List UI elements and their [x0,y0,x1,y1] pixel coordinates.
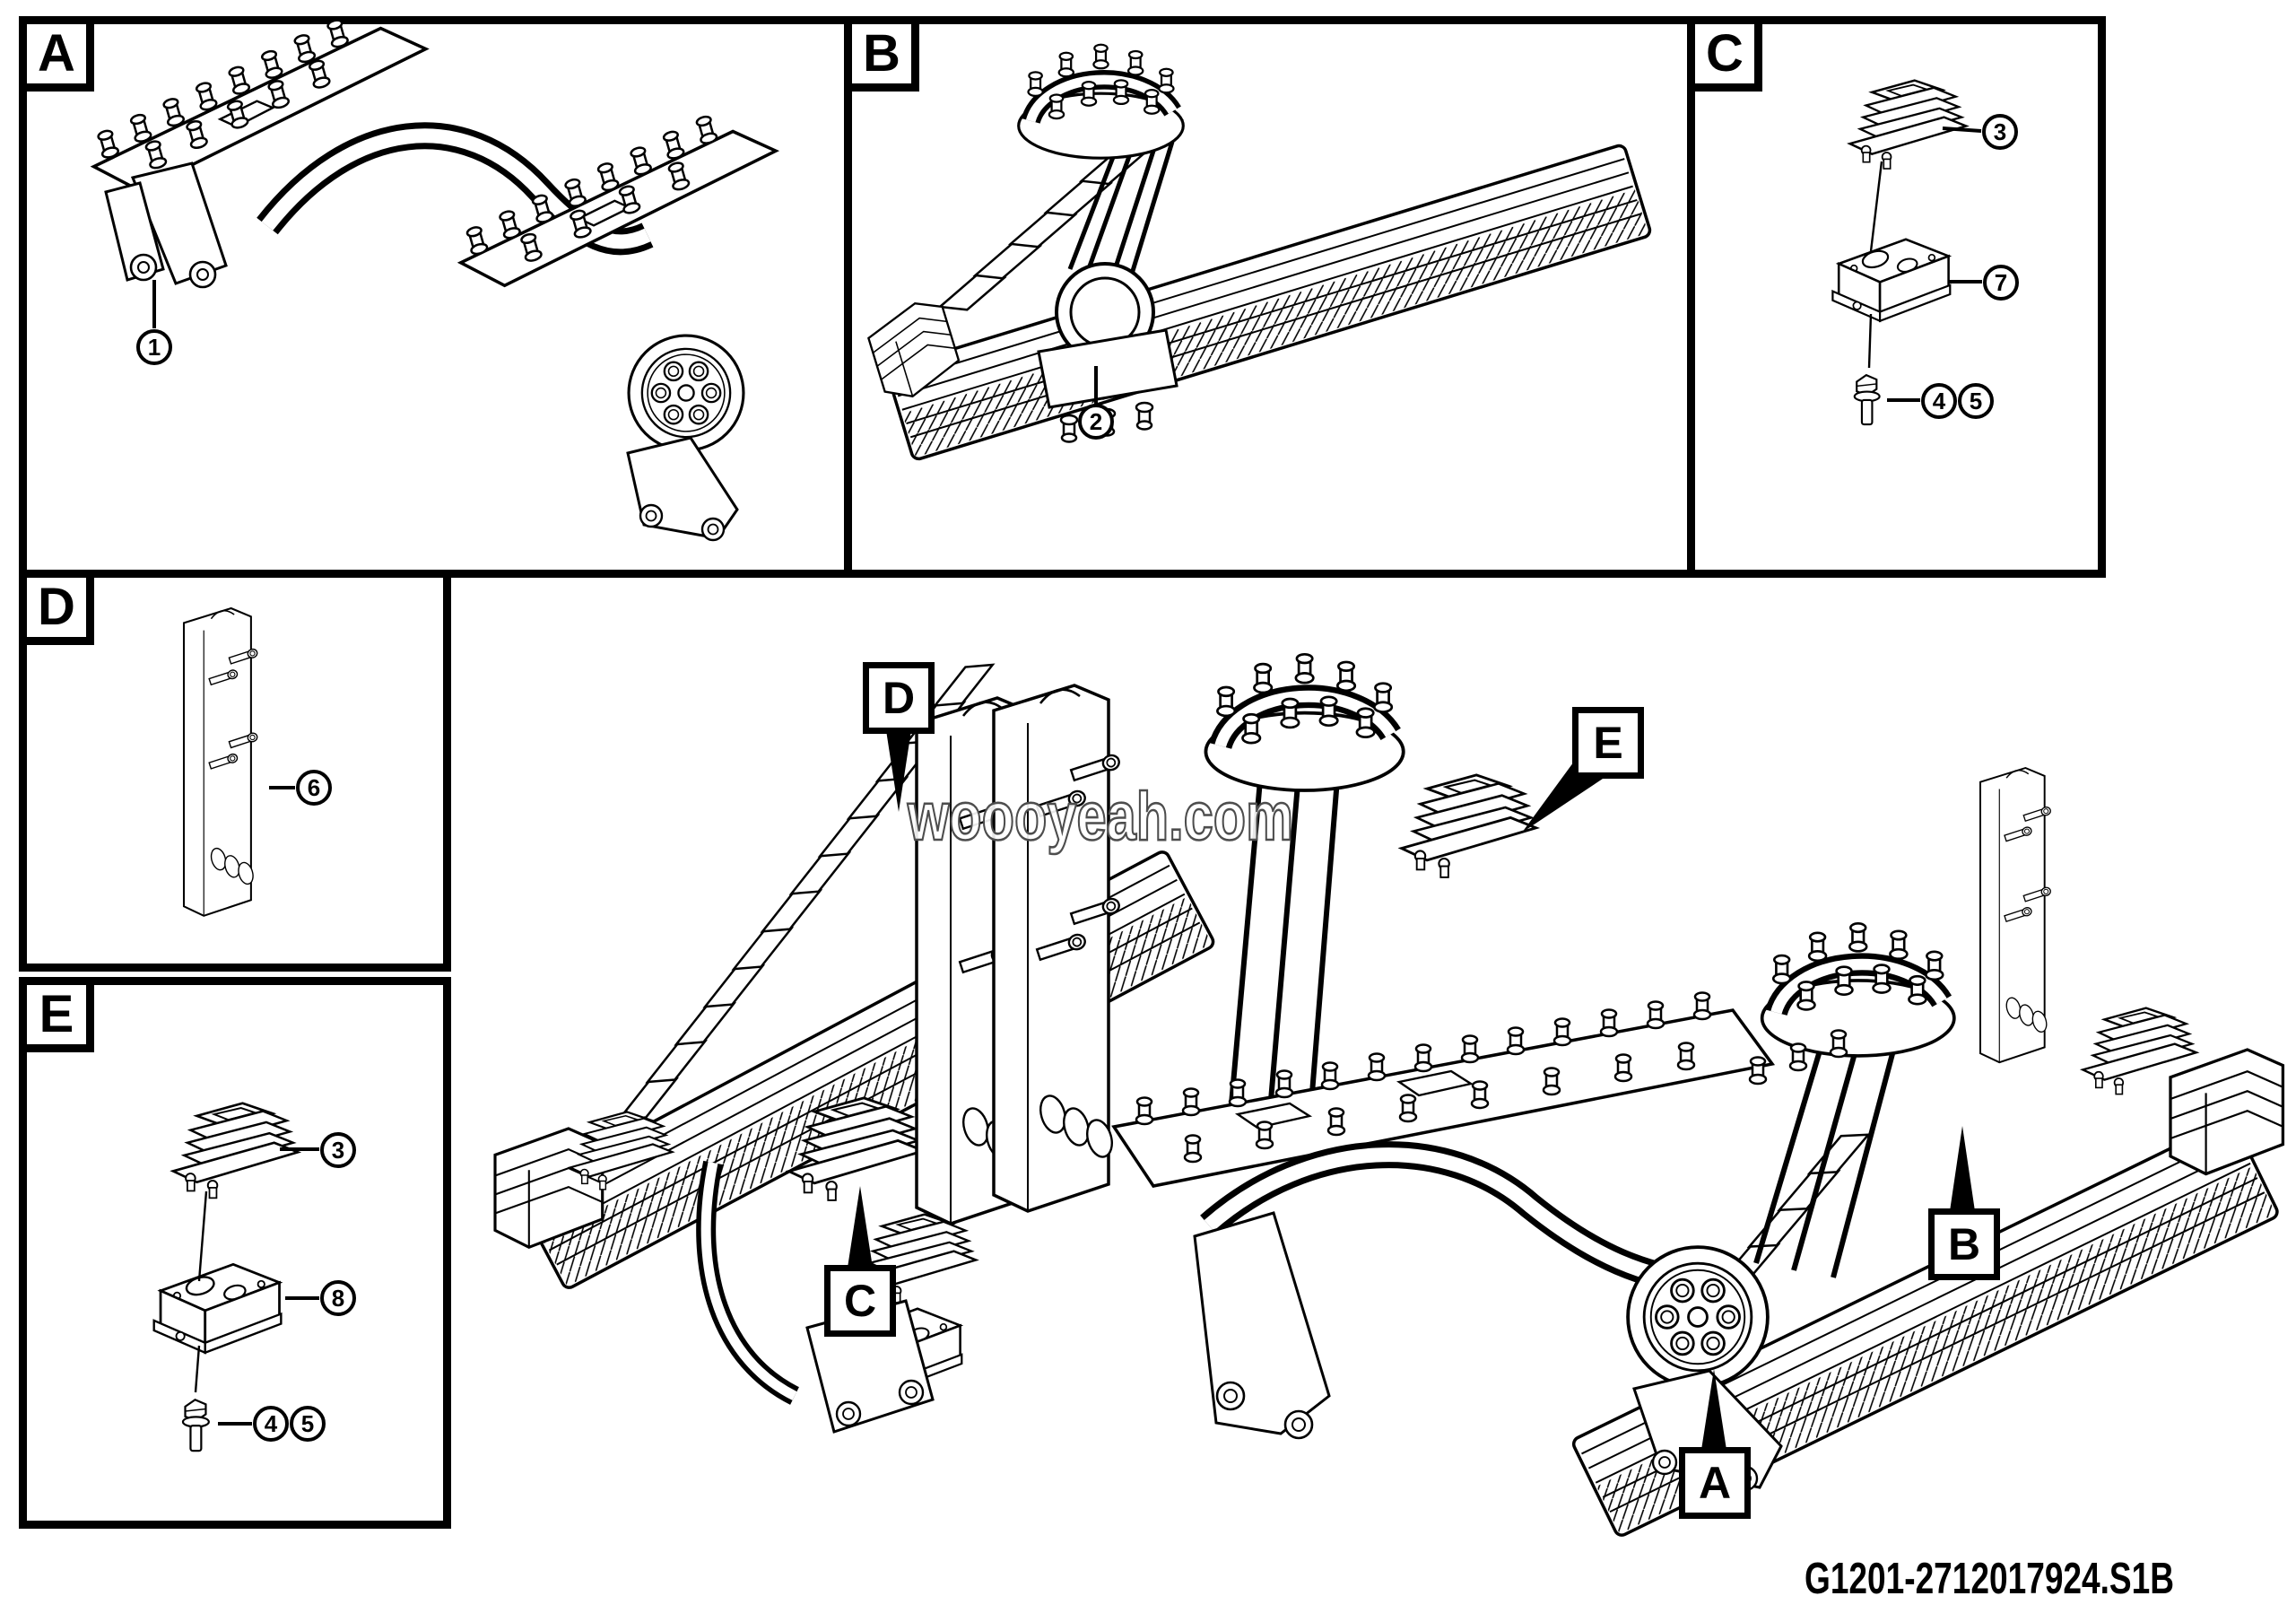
callout-4-panel-e: 4 [253,1406,289,1442]
part-number: G1201-2712017924.S1B [1805,1555,2174,1603]
assembly-label-c: C [824,1265,896,1337]
panel-a-drawing [90,17,780,542]
callout-8: 8 [320,1280,356,1316]
pointer-d [886,730,911,812]
callout-7: 7 [1983,265,2019,301]
pointer-c [848,1186,873,1268]
callout-2: 2 [1078,404,1114,440]
leader-line-3 [1942,126,1982,133]
panel-c-drawing [1831,79,1982,426]
panel-d-label: D [19,570,94,645]
callout-3-panel-e: 3 [320,1132,356,1168]
panel-e-label: E [19,977,94,1052]
watermark-text: woooyeah.com [907,779,1293,855]
assembly-drawing [493,654,2285,1539]
panel-a-label: A [19,16,94,92]
panel-b-drawing [861,45,1654,463]
callout-5-panel-e: 5 [290,1406,326,1442]
panel-a-frame [19,16,852,578]
panel-b-label: B [844,16,919,92]
callout-4-panel-c: 4 [1921,383,1957,419]
callout-5-panel-c: 5 [1958,383,1994,419]
assembly-label-pointers [848,730,1975,1450]
assembly-label-d: D [863,662,935,734]
callout-6: 6 [296,770,332,806]
panel-e-drawing [152,1102,319,1452]
pointer-a [1701,1369,1726,1450]
callout-3-panel-c: 3 [1982,114,2018,150]
pointer-b [1950,1126,1975,1211]
panel-c-label: C [1687,16,1762,92]
panel-d-drawing [184,608,295,916]
assembly-label-a: A [1679,1447,1751,1519]
assembly-label-e: E [1572,707,1644,779]
panel-e-frame [19,977,451,1529]
callout-1: 1 [136,329,172,365]
assembly-label-b: B [1928,1208,2000,1280]
